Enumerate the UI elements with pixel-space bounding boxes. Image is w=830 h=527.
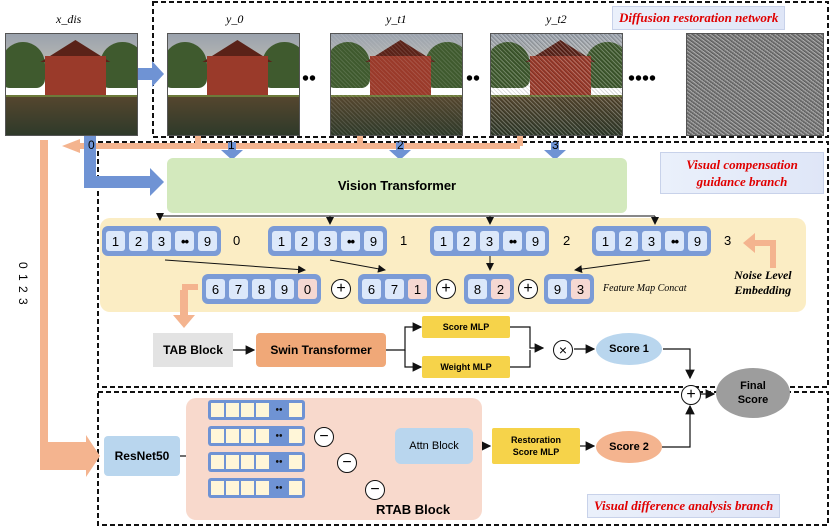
token: 1 xyxy=(106,231,125,251)
index-2: 2 xyxy=(397,138,404,152)
minus-icon: − xyxy=(337,453,357,473)
compensation-region-border xyxy=(97,141,829,388)
token: 9 xyxy=(275,279,294,299)
restoration-score-mlp-block: Restoration Score MLP xyxy=(492,428,580,464)
concat-group-3: 9 3 xyxy=(544,274,594,304)
score-2: Score 2 xyxy=(596,431,662,463)
compensation-region-title: Visual compensation guidance branch xyxy=(660,152,824,194)
ellipsis-1: •• xyxy=(302,68,317,90)
rtab-row: •• xyxy=(208,426,305,446)
resnet50-block: ResNet50 xyxy=(104,436,180,476)
token-level: 3 xyxy=(571,279,590,299)
token: 8 xyxy=(468,279,487,299)
concat-group-0: 6 7 8 9 0 xyxy=(202,274,321,304)
attn-block: Attn Block xyxy=(395,428,473,464)
token: 2 xyxy=(457,231,476,251)
diffusion-region-title: Diffusion restoration network xyxy=(612,6,786,30)
index-3: 3 xyxy=(552,138,559,152)
concat-group-1: 6 7 1 xyxy=(358,274,431,304)
token-ellipsis: •• xyxy=(503,231,522,251)
token: 3 xyxy=(318,231,337,251)
vit-input-arrow xyxy=(84,120,164,196)
plus-icon: + xyxy=(436,279,456,299)
token-ellipsis: •• xyxy=(341,231,360,251)
token: 3 xyxy=(480,231,499,251)
token-group-2: 1 2 3 •• 9 xyxy=(430,226,549,256)
noise-level-1: 1 xyxy=(400,233,408,248)
token-level: 2 xyxy=(491,279,510,299)
image-y0 xyxy=(167,33,300,136)
noise-level-2: 2 xyxy=(563,233,571,248)
token: 8 xyxy=(252,279,271,299)
label-y0: y_0 xyxy=(226,12,244,26)
token: 6 xyxy=(206,279,225,299)
token-level: 0 xyxy=(298,279,317,299)
token: 2 xyxy=(295,231,314,251)
token: 1 xyxy=(272,231,291,251)
rtab-block-label: RTAB Block xyxy=(376,502,451,517)
label-x-dis: x_dis xyxy=(56,12,82,26)
token: 2 xyxy=(129,231,148,251)
score-1: Score 1 xyxy=(596,333,662,365)
index-0: 0 xyxy=(88,138,95,152)
plus-icon-final: + xyxy=(681,385,701,405)
token: 1 xyxy=(434,231,453,251)
label-yt2: y_t2 xyxy=(546,12,567,26)
token-group-3: 1 2 3 •• 9 xyxy=(592,226,711,256)
token: 9 xyxy=(364,231,383,251)
difference-region-title: Visual difference analysis branch xyxy=(587,494,781,518)
ellipsis-3: •••• xyxy=(628,68,657,90)
token: 3 xyxy=(642,231,661,251)
ellipsis-2: •• xyxy=(466,68,481,90)
index-1: 1 xyxy=(228,138,235,152)
token-level: 1 xyxy=(408,279,427,299)
token-ellipsis: •• xyxy=(175,231,194,251)
feedback-arrow xyxy=(62,139,520,153)
token-group-0: 1 2 3 •• 9 xyxy=(102,226,221,256)
token: 9 xyxy=(688,231,707,251)
token: 6 xyxy=(362,279,381,299)
token: 9 xyxy=(526,231,545,251)
final-score: Final Score xyxy=(716,368,790,418)
image-noise xyxy=(686,33,824,136)
image-yt2 xyxy=(490,33,623,136)
label-yt1: y_t1 xyxy=(386,12,407,26)
image-x-dis xyxy=(5,33,138,136)
rtab-row: •• xyxy=(208,478,305,498)
tab-block: TAB Block xyxy=(153,333,233,367)
token-ellipsis: •• xyxy=(665,231,684,251)
multiply-icon: × xyxy=(553,340,573,360)
plus-icon: + xyxy=(331,279,351,299)
token: 1 xyxy=(596,231,615,251)
forward-arrow xyxy=(136,61,164,87)
token: 7 xyxy=(229,279,248,299)
token: 9 xyxy=(548,279,567,299)
rtab-row: •• xyxy=(208,452,305,472)
resnet-input-arrow xyxy=(40,140,100,477)
token: 3 xyxy=(152,231,171,251)
image-yt1 xyxy=(330,33,463,136)
token: 2 xyxy=(619,231,638,251)
rtab-row: •• xyxy=(208,400,305,420)
swin-transformer-block: Swin Transformer xyxy=(256,333,386,367)
token-group-1: 1 2 3 •• 9 xyxy=(268,226,387,256)
noise-level-3: 3 xyxy=(724,233,732,248)
minus-icon: − xyxy=(365,480,385,500)
token: 9 xyxy=(198,231,217,251)
noise-level-0: 0 xyxy=(233,233,241,248)
concat-group-2: 8 2 xyxy=(464,274,514,304)
vision-transformer-block: Vision Transformer xyxy=(167,158,627,213)
minus-icon: − xyxy=(314,427,334,447)
plus-icon: + xyxy=(518,279,538,299)
noise-level-embedding-label: Noise Level Embedding xyxy=(734,268,792,297)
side-index-label: 0 1 2 3 xyxy=(16,262,30,306)
weight-mlp-block: Weight MLP xyxy=(422,356,510,378)
score-mlp-block: Score MLP xyxy=(422,316,510,338)
feature-map-concat-label: Feature Map Concat xyxy=(603,283,687,294)
token: 7 xyxy=(385,279,404,299)
